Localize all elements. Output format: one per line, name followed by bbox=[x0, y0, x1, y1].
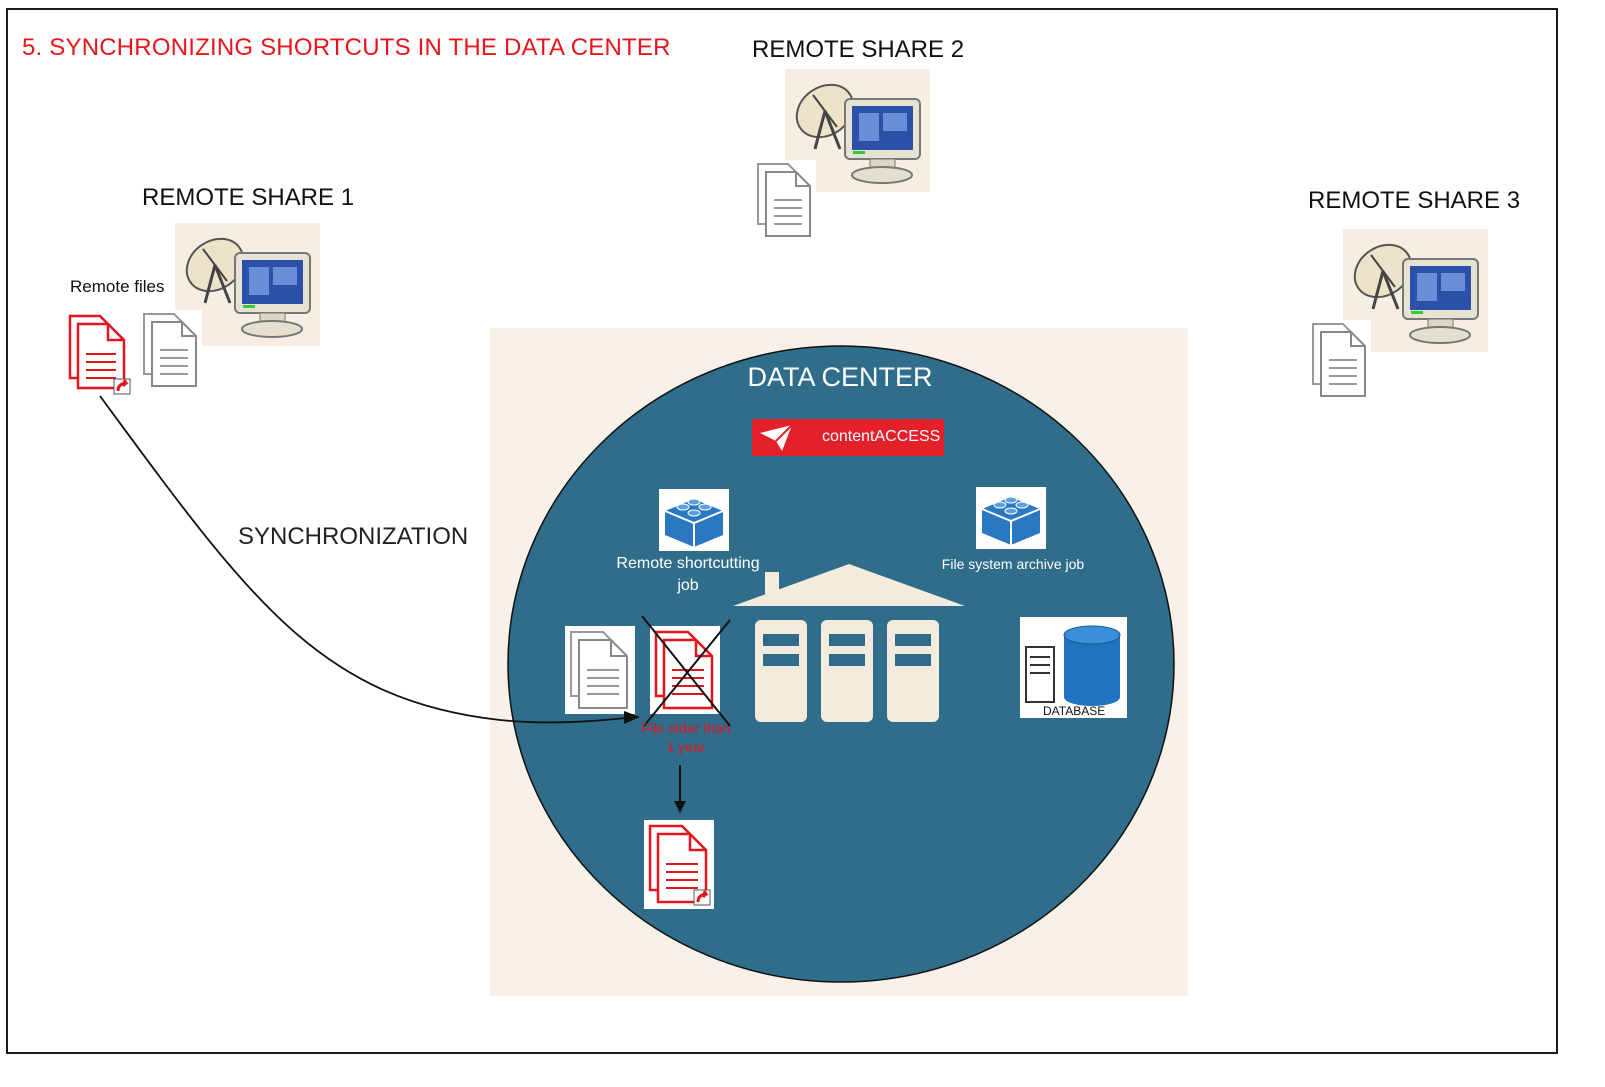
document-stack-icon bbox=[140, 310, 202, 390]
satellite-computer-icon bbox=[785, 69, 930, 192]
shortcut-document-icon bbox=[644, 820, 714, 909]
remote-share-2-label: REMOTE SHARE 2 bbox=[752, 36, 965, 63]
remote-shortcutting-job-label: Remote shortcutting job bbox=[603, 553, 773, 597]
remote-share-1-label: REMOTE SHARE 1 bbox=[142, 184, 355, 211]
down-arrow-icon bbox=[670, 765, 690, 815]
remote-files-label: Remote files bbox=[70, 277, 165, 296]
condition-line: File older than bbox=[641, 720, 731, 736]
job-label-line: job bbox=[677, 577, 699, 594]
data-center-label: DATA CENTER bbox=[747, 362, 933, 392]
diagram-frame bbox=[6, 8, 1558, 1054]
shortcut-document-icon bbox=[66, 312, 134, 396]
file-system-archive-job-label: File system archive job bbox=[941, 556, 1085, 572]
document-stack-icon bbox=[754, 160, 816, 240]
file-age-condition-label: File older than 1 year bbox=[636, 719, 736, 757]
lego-block-icon bbox=[976, 487, 1046, 549]
lego-block-icon bbox=[659, 489, 729, 551]
job-label-line: Remote shortcutting bbox=[616, 555, 760, 572]
document-stack-icon bbox=[1309, 320, 1371, 400]
contentaccess-brand-text: contentACCESS bbox=[822, 428, 941, 445]
remote-share-3-label: REMOTE SHARE 3 bbox=[1308, 187, 1521, 214]
page-title: 5. SYNCHRONIZING SHORTCUTS IN THE DATA C… bbox=[22, 34, 671, 61]
condition-line: 1 year bbox=[666, 739, 706, 755]
cross-out-icon bbox=[638, 612, 734, 730]
database-icon bbox=[1020, 617, 1127, 718]
paper-plane-icon bbox=[758, 423, 794, 453]
database-label: DATABASE bbox=[1043, 704, 1106, 718]
server-building-icon bbox=[729, 562, 969, 724]
